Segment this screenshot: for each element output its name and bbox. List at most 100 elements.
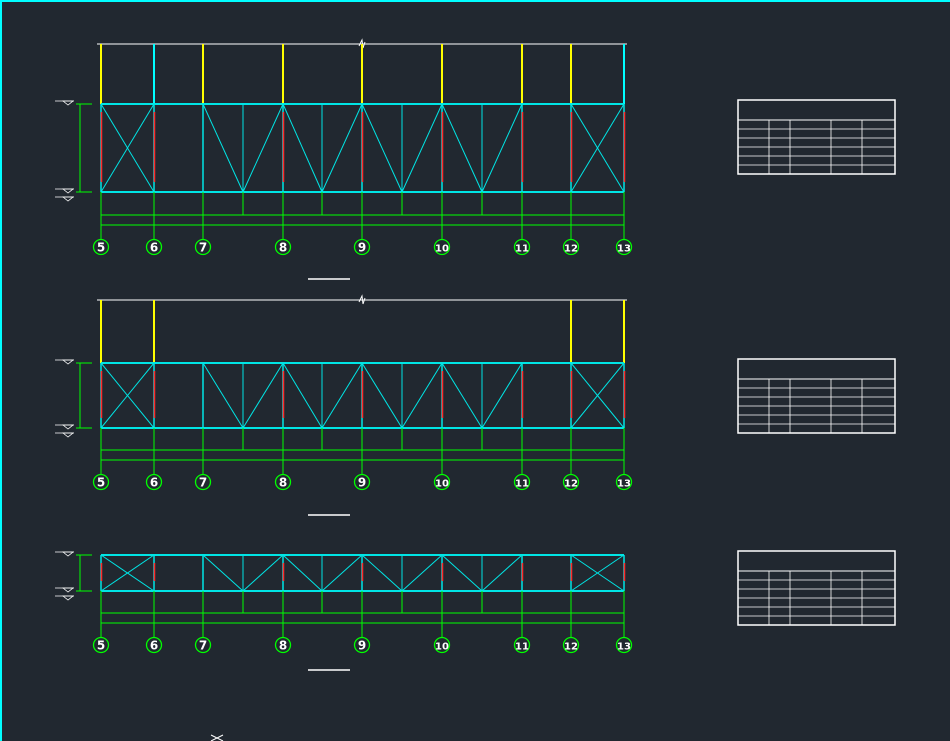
axis-label: 10 bbox=[435, 642, 449, 653]
axis-label: 13 bbox=[617, 244, 631, 255]
x-brace bbox=[100, 103, 155, 193]
level-mark-bottom-triangle bbox=[61, 188, 75, 194]
axis-bubble-8: 8 bbox=[274, 636, 292, 654]
table-border bbox=[737, 550, 896, 626]
v-brace bbox=[361, 362, 403, 429]
axis-label: 7 bbox=[199, 241, 207, 255]
axis-bubble-circle bbox=[433, 473, 451, 491]
v-brace bbox=[202, 103, 244, 193]
axis-bubble-7: 7 bbox=[194, 238, 212, 256]
axis-bubble-circle bbox=[145, 473, 163, 491]
v-brace bbox=[401, 103, 443, 193]
v-brace bbox=[481, 103, 523, 193]
axis-bubble-circle bbox=[513, 636, 531, 654]
v-brace bbox=[401, 554, 443, 592]
table-border bbox=[737, 99, 896, 175]
v-brace bbox=[202, 554, 244, 592]
axis-label: 9 bbox=[358, 241, 366, 255]
level-mark-base-triangle bbox=[61, 595, 75, 601]
v-brace bbox=[242, 554, 284, 592]
axis-bubble-circle bbox=[615, 473, 633, 491]
axis-bubble-13: 13 bbox=[615, 636, 633, 654]
level-mark-bottom-triangle bbox=[61, 424, 75, 430]
axis-bubble-circle bbox=[433, 636, 451, 654]
axis-label: 8 bbox=[279, 241, 287, 255]
v-brace bbox=[242, 103, 284, 193]
axis-bubble-circle bbox=[353, 238, 371, 256]
v-brace bbox=[441, 103, 483, 193]
axis-bubble-10: 10 bbox=[433, 636, 451, 654]
level-mark-base-triangle bbox=[61, 432, 75, 438]
crosshair-cursor-icon bbox=[210, 734, 224, 741]
axis-bubble-circle bbox=[615, 238, 633, 256]
axis-label: 8 bbox=[279, 639, 287, 653]
axis-bubble-circle bbox=[513, 238, 531, 256]
axis-bubble-12: 12 bbox=[562, 636, 580, 654]
level-mark-top-triangle bbox=[61, 359, 75, 365]
x-brace bbox=[100, 554, 155, 592]
axis-label: 10 bbox=[435, 244, 449, 255]
axis-label: 6 bbox=[150, 241, 158, 255]
v-brace bbox=[321, 103, 363, 193]
axis-bubble-circle bbox=[562, 238, 580, 256]
axis-bubble-9: 9 bbox=[353, 473, 371, 491]
axis-label: 7 bbox=[199, 476, 207, 490]
v-brace bbox=[481, 554, 523, 592]
axis-bubble-circle bbox=[194, 238, 212, 256]
axis-label: 10 bbox=[435, 479, 449, 490]
axis-bubble-5: 5 bbox=[92, 636, 110, 654]
elevation-3: 5 6 7 8 9 10 11 12 13 bbox=[55, 551, 633, 671]
axis-bubble-5: 5 bbox=[92, 238, 110, 256]
axis-bubble-circle bbox=[145, 636, 163, 654]
axis-bubble-6: 6 bbox=[145, 636, 163, 654]
axis-bubble-circle bbox=[353, 636, 371, 654]
axis-bubble-circle bbox=[615, 636, 633, 654]
axis-label: 12 bbox=[564, 244, 578, 255]
axis-bubble-circle bbox=[194, 636, 212, 654]
axis-bubble-13: 13 bbox=[615, 238, 633, 256]
axis-bubble-circle bbox=[562, 473, 580, 491]
schedule-table-2 bbox=[737, 358, 896, 434]
axis-bubble-13: 13 bbox=[615, 473, 633, 491]
axis-label: 12 bbox=[564, 479, 578, 490]
axis-bubble-circle bbox=[92, 238, 110, 256]
v-brace bbox=[441, 362, 483, 429]
v-brace bbox=[202, 362, 244, 429]
v-brace bbox=[401, 362, 443, 429]
x-brace bbox=[100, 362, 155, 429]
axis-bubble-circle bbox=[274, 636, 292, 654]
axis-bubble-8: 8 bbox=[274, 238, 292, 256]
axis-label: 11 bbox=[515, 642, 529, 653]
v-brace bbox=[321, 554, 363, 592]
v-brace bbox=[361, 554, 403, 592]
v-brace bbox=[441, 554, 483, 592]
level-mark-base-triangle bbox=[61, 196, 75, 202]
axis-bubble-9: 9 bbox=[353, 238, 371, 256]
level-mark-bottom-triangle bbox=[61, 587, 75, 593]
axis-bubble-7: 7 bbox=[194, 636, 212, 654]
axis-bubble-circle bbox=[353, 473, 371, 491]
axis-label: 13 bbox=[617, 642, 631, 653]
axis-label: 6 bbox=[150, 476, 158, 490]
axis-bubble-12: 12 bbox=[562, 473, 580, 491]
x-brace bbox=[570, 362, 625, 429]
axis-bubble-circle bbox=[274, 238, 292, 256]
v-brace bbox=[282, 103, 323, 193]
axis-label: 12 bbox=[564, 642, 578, 653]
axis-bubble-circle bbox=[433, 238, 451, 256]
axis-bubble-11: 11 bbox=[513, 636, 531, 654]
axis-bubble-12: 12 bbox=[562, 238, 580, 256]
axis-bubble-5: 5 bbox=[92, 473, 110, 491]
schedule-table-3 bbox=[737, 550, 896, 626]
schedule-tables bbox=[737, 99, 896, 626]
axis-label: 9 bbox=[358, 639, 366, 653]
table-border bbox=[737, 358, 896, 434]
axis-label: 13 bbox=[617, 479, 631, 490]
axis-label: 5 bbox=[97, 476, 105, 490]
axis-label: 6 bbox=[150, 639, 158, 653]
level-mark-top-triangle bbox=[61, 551, 75, 557]
axis-bubble-circle bbox=[562, 636, 580, 654]
axis-bubble-circle bbox=[194, 473, 212, 491]
